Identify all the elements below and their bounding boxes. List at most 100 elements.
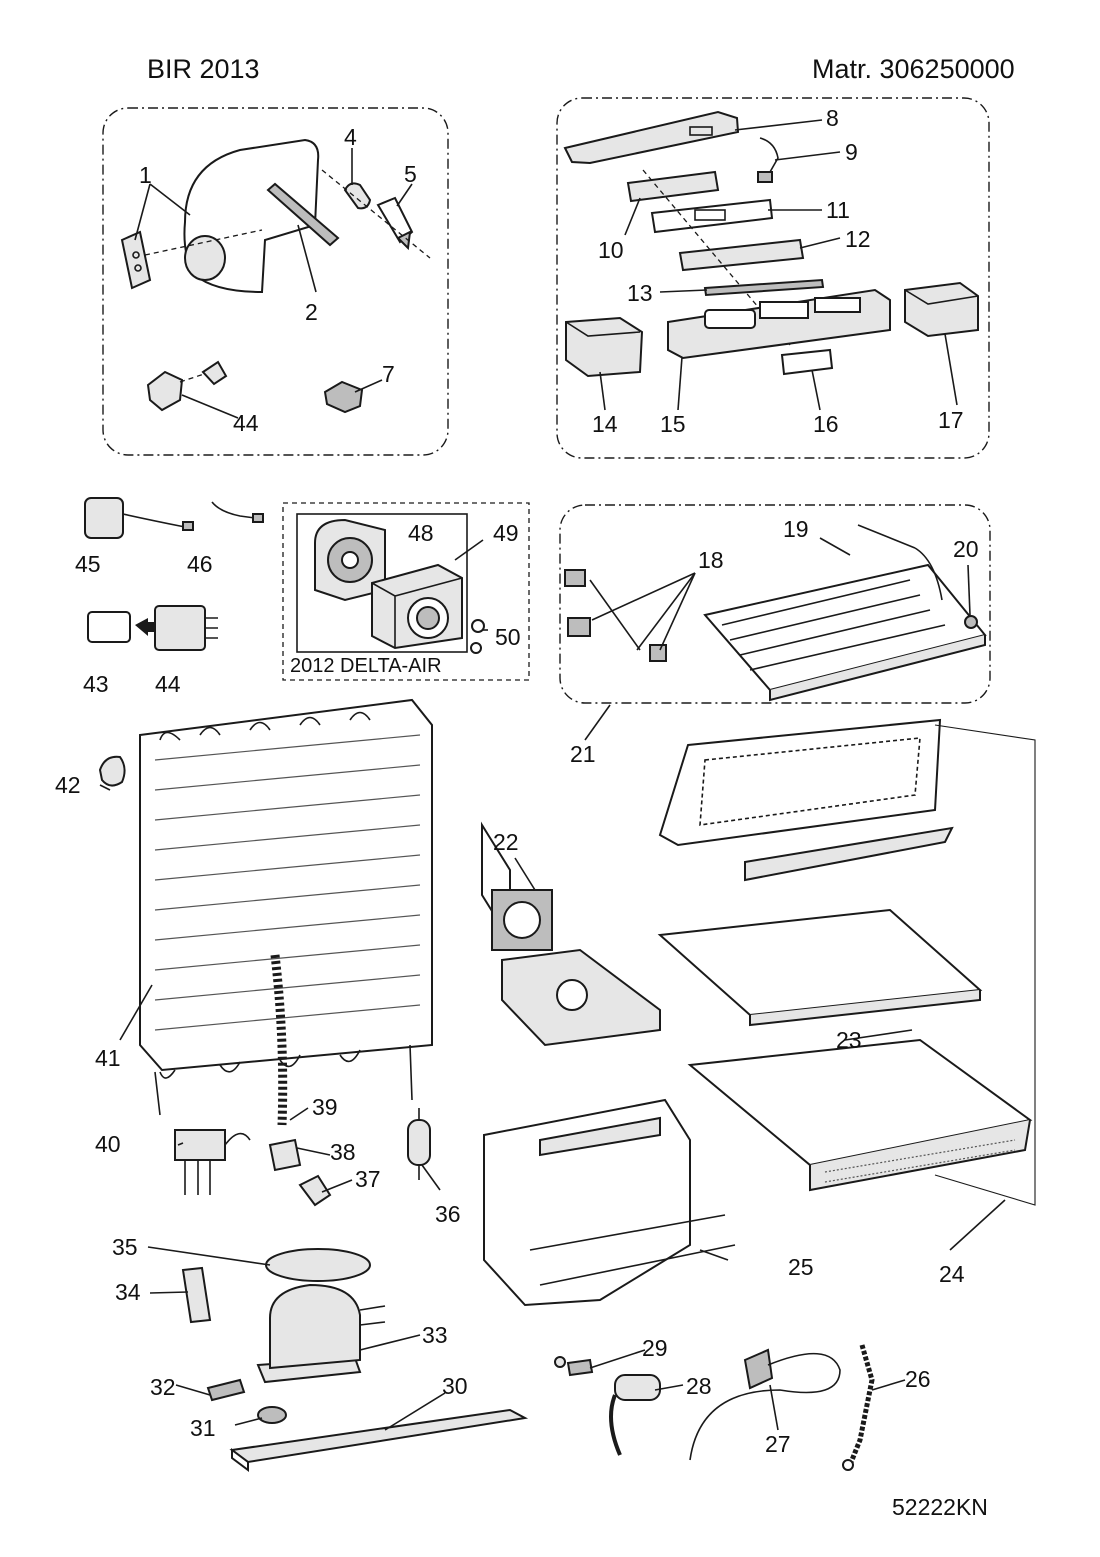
part-number-7: 7	[382, 361, 395, 387]
part-number-42: 42	[55, 772, 81, 798]
fan-duct-part	[501, 948, 661, 1047]
leader-lines	[99, 119, 1006, 1431]
fan-housing-part	[371, 563, 463, 650]
rubber-foot-part	[257, 1406, 287, 1424]
compressor-part	[256, 1283, 386, 1384]
part-number-15: 15	[660, 411, 686, 437]
evaporator-cover-part	[658, 718, 942, 847]
fan-screw-part-2	[470, 642, 482, 654]
model-title: BIR 2013	[147, 54, 260, 84]
part-number-35: 35	[112, 1234, 138, 1260]
lamp-holder-part	[376, 196, 414, 251]
control-housing-part	[667, 288, 891, 360]
lamp-socket-part	[120, 230, 152, 290]
part-number-48: 48	[408, 520, 434, 546]
part-number-28: 28	[686, 1373, 712, 1399]
part-number-40: 40	[95, 1131, 121, 1157]
part-number-2: 2	[305, 299, 318, 325]
part-number-9: 9	[845, 139, 858, 165]
part-number-1: 1	[139, 162, 152, 188]
assembly-guide-line	[934, 724, 1036, 1206]
evaporator-part	[703, 563, 987, 702]
rubber-ring-part	[265, 1248, 371, 1282]
part-number-37: 37	[355, 1166, 381, 1192]
part-number-50: 50	[495, 624, 521, 650]
base-plate-part	[229, 1408, 529, 1472]
part-number-20: 20	[953, 536, 979, 562]
part-number-11: 11	[826, 197, 850, 223]
part-number-39: 39	[312, 1094, 338, 1120]
part-number-18: 18	[698, 547, 724, 573]
lamp-bulb-part	[343, 182, 372, 210]
material-number: Matr. 306250000	[812, 54, 1015, 84]
part-number-16: 16	[813, 411, 839, 437]
control-pcb-part	[563, 110, 740, 165]
part-number-41: 41	[95, 1045, 121, 1071]
part-number-44-lamp: 44	[233, 410, 259, 436]
sensor-connector-part	[757, 171, 773, 183]
display-frame-part	[650, 198, 774, 234]
part-number-23: 23	[836, 1027, 862, 1053]
part-number-30: 30	[442, 1373, 468, 1399]
condenser-part	[139, 698, 433, 1116]
mounting-clip-part	[206, 1378, 246, 1402]
shelf-part	[657, 908, 983, 1027]
defrost-heater-part	[744, 826, 954, 882]
lamp-group-box	[102, 107, 449, 456]
part-number-13: 13	[627, 280, 653, 306]
grommet-knob-part	[98, 755, 126, 787]
drawing-code: 52222KN	[892, 1494, 988, 1520]
display-board-part	[626, 170, 720, 203]
part-number-46: 46	[187, 551, 213, 577]
relay-part	[174, 1129, 251, 1195]
power-cord-part	[689, 1348, 841, 1461]
part-number-14: 14	[592, 411, 618, 437]
part-number-49: 49	[493, 520, 519, 546]
part-number-10: 10	[598, 237, 624, 263]
part-number-8: 8	[826, 105, 839, 131]
spacer-tube-part	[181, 1266, 212, 1324]
part-number-44-module: 44	[155, 671, 181, 697]
part-number-31: 31	[190, 1415, 216, 1441]
part-number-27: 27	[765, 1431, 791, 1457]
drain-valve-part	[268, 1138, 302, 1172]
capacitor-bracket-part	[554, 1356, 594, 1377]
drain-nozzle-part	[298, 1174, 332, 1207]
part-number-4: 4	[344, 124, 357, 150]
evaporator-group-box	[559, 504, 991, 704]
part-number-24: 24	[939, 1261, 965, 1287]
fan-group-caption: 2012 DELTA-AIR	[290, 655, 442, 677]
part-number-19: 19	[783, 516, 809, 542]
cable-harness-part	[211, 501, 264, 523]
part-number-22: 22	[493, 829, 519, 855]
part-number-43: 43	[83, 671, 109, 697]
fan-group-box	[282, 502, 530, 681]
transformer-part	[84, 497, 194, 539]
fan-inner-box	[296, 513, 468, 653]
part-number-25: 25	[788, 1254, 814, 1280]
capacitor-part	[609, 1374, 661, 1456]
panel-strip-part	[703, 278, 825, 297]
part-number-33: 33	[422, 1322, 448, 1348]
card-module-part	[87, 605, 218, 651]
grommet-part	[964, 615, 978, 629]
crisper-cover-part	[483, 1098, 736, 1307]
fan-screw-part	[471, 619, 485, 633]
light-diffuser-part	[266, 182, 340, 247]
label-plate-part	[780, 348, 834, 376]
button-board-part	[678, 238, 805, 272]
part-number-12: 12	[845, 226, 871, 252]
part-number-29: 29	[642, 1335, 668, 1361]
control-panel-group-box	[556, 97, 990, 459]
lamp-cover-part	[183, 138, 320, 294]
part-number-21: 21	[570, 741, 596, 767]
door-switch-part	[146, 360, 228, 412]
rocker-switch-part	[323, 380, 364, 414]
part-number-36: 36	[435, 1201, 461, 1227]
ground-cable-part	[842, 1344, 875, 1471]
fan-blower-part	[314, 518, 386, 602]
part-number-38: 38	[330, 1139, 356, 1165]
part-number-45: 45	[75, 551, 101, 577]
end-cap-left-part	[565, 316, 644, 378]
fan-assembly-part	[481, 821, 553, 951]
